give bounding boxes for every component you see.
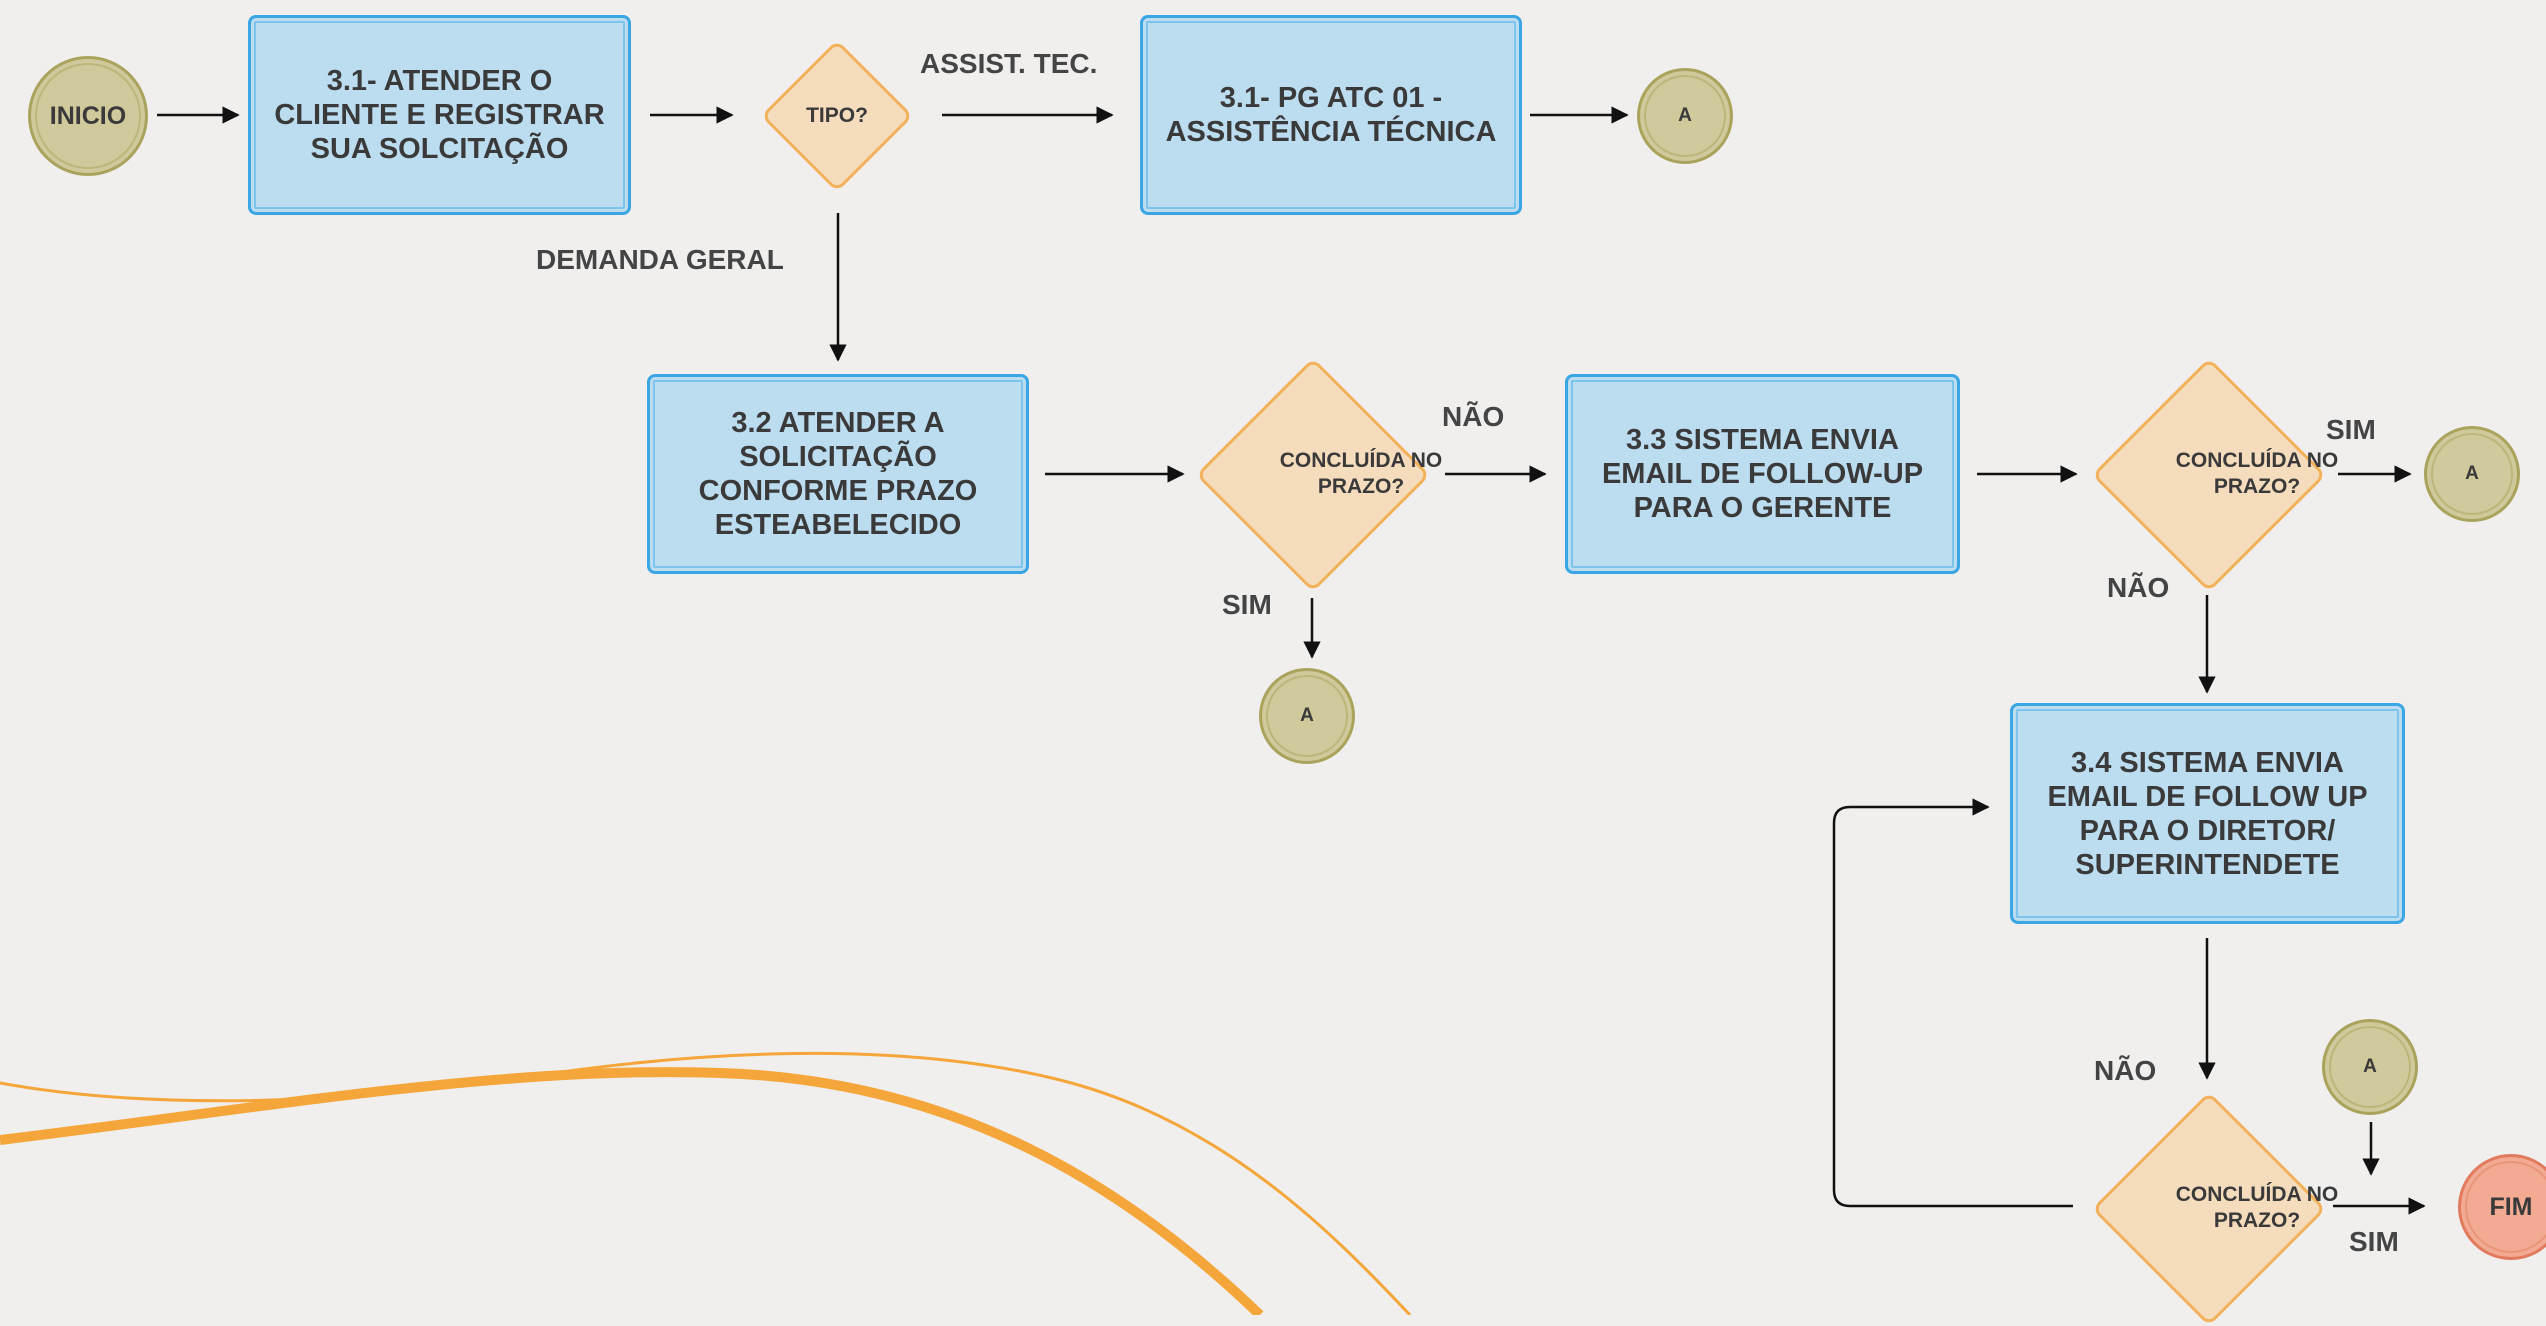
connector-a-mid[interactable]: A [1259, 668, 1355, 764]
process-atender-solicitacao[interactable]: 3.2 ATENDER A SOLICITAÇÃO CONFORME PRAZO… [647, 374, 1029, 574]
decision-concluida-2-label: CONCLUÍDA NO PRAZO? [2175, 449, 2339, 498]
process-pg-atc[interactable]: 3.1- PG ATC 01 - ASSISTÊNCIA TÉCNICA [1140, 15, 1522, 215]
connector-a-right[interactable]: A [2424, 426, 2520, 522]
process-email-gerente[interactable]: 3.3 SISTEMA ENVIA EMAIL DE FOLLOW-UP PAR… [1565, 374, 1960, 574]
label-sim-1: SIM [1222, 589, 1272, 620]
label-sim-3: SIM [2349, 1226, 2399, 1257]
connector-a-top[interactable]: A [1637, 68, 1733, 164]
process-email-diretor[interactable]: 3.4 SISTEMA ENVIA EMAIL DE FOLLOW UP PAR… [2010, 703, 2405, 924]
decision-concluida-1[interactable]: CONCLUÍDA NO PRAZO? [1195, 357, 1442, 593]
decorative-swoosh-thick [0, 1067, 1264, 1315]
decision-tipo-label: TIPO? [806, 104, 868, 127]
decorative-swoosh-thin [0, 1051, 1412, 1315]
decision-concluida-2[interactable]: CONCLUÍDA NO PRAZO? [2091, 357, 2338, 593]
label-nao-1: NÃO [1442, 401, 1505, 432]
label-assist-tec: ASSIST. TEC. [920, 48, 1098, 79]
label-demanda-geral: DEMANDA GERAL [536, 244, 784, 275]
end-node[interactable]: FIM [2458, 1154, 2546, 1260]
decision-tipo[interactable]: TIPO? [748, 28, 926, 204]
label-nao-2: NÃO [2107, 572, 2170, 603]
arrow-concluida3-loop-email-diretor [1832, 798, 2073, 1208]
connector-a-bottom[interactable]: A [2322, 1019, 2418, 1115]
process-atender-cliente[interactable]: 3.1- ATENDER O CLIENTE E REGISTRAR SUA S… [248, 15, 631, 215]
label-sim-2: SIM [2326, 414, 2376, 445]
start-node[interactable]: INICIO [28, 56, 148, 176]
label-nao-3: NÃO [2094, 1055, 2157, 1086]
decision-concluida-1-label: CONCLUÍDA NO PRAZO? [1279, 449, 1443, 498]
decision-concluida-3[interactable]: CONCLUÍDA NO PRAZO? [2091, 1091, 2338, 1326]
decision-concluida-3-label: CONCLUÍDA NO PRAZO? [2175, 1183, 2339, 1232]
